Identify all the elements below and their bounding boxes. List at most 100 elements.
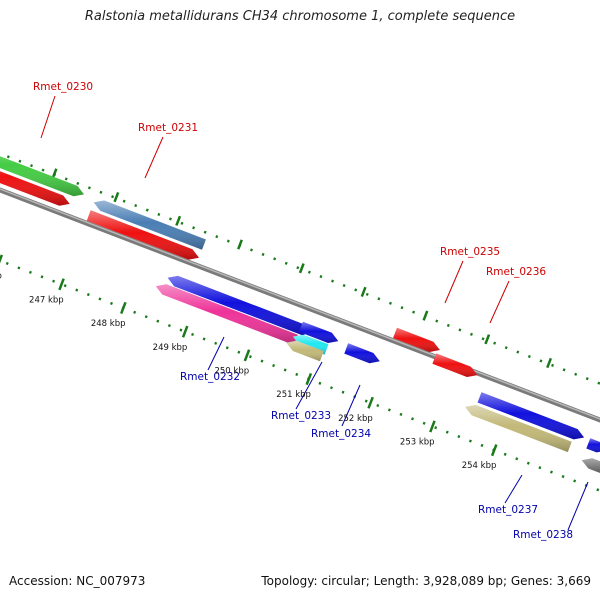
gene-arrow-shade <box>0 156 84 197</box>
tick-dot <box>64 177 68 181</box>
kbp-label: 251 kbp <box>276 390 311 400</box>
map-title: Ralstonia metallidurans CH34 chromosome … <box>84 9 516 24</box>
tick-dot <box>330 386 333 390</box>
tick-dot <box>40 275 44 279</box>
kbp-tick <box>120 301 127 315</box>
tick-dot <box>446 323 450 328</box>
tick-dot <box>318 381 322 385</box>
tick-dot <box>412 310 416 314</box>
kbp-label: 250 kbp <box>214 366 249 376</box>
tick-dot <box>30 164 33 168</box>
tick-dot <box>250 248 253 252</box>
tick-dot <box>52 279 56 283</box>
topology-text: Topology: circular; Length: 3,928,089 bp… <box>261 574 591 588</box>
tick-dot <box>551 363 555 367</box>
tick-dot <box>133 310 137 314</box>
gene-label-rmet_0236: Rmet_0236 <box>486 266 546 278</box>
tick-dot <box>63 284 67 288</box>
tick-dot <box>364 399 368 403</box>
tick-dot <box>179 328 183 332</box>
gene-arrow-shade <box>432 353 478 377</box>
tick-dot <box>191 332 195 337</box>
tick-dot <box>342 283 346 288</box>
gene-label-rmet_0234: Rmet_0234 <box>311 428 371 440</box>
gene-label-rmet_0233: Rmet_0233 <box>271 410 331 422</box>
outer-tick <box>422 310 429 321</box>
leader-line <box>40 95 56 139</box>
tick-dot <box>319 275 323 279</box>
tick-dot <box>561 474 565 479</box>
major-ticks <box>0 168 553 457</box>
gene-features <box>0 156 600 473</box>
kbp-tick <box>0 254 4 264</box>
leader-line <box>444 260 464 304</box>
gene-arrow-shade <box>93 200 206 250</box>
kbp-tick <box>181 325 189 338</box>
tick-dot <box>75 288 79 292</box>
tick-dot <box>296 266 300 270</box>
gene-label-rmet_0230: Rmet_0230 <box>33 81 93 93</box>
tick-dot <box>585 377 589 381</box>
tick-dot <box>295 372 299 376</box>
tick-dot <box>468 439 472 443</box>
kbp-tick <box>243 349 251 362</box>
tick-dot <box>284 261 288 265</box>
outer-tick <box>175 215 182 226</box>
tick-dot <box>503 452 507 456</box>
outer-tick <box>113 192 120 203</box>
outer-tick <box>484 334 491 345</box>
tick-dot <box>215 235 219 239</box>
tick-dot <box>549 470 553 474</box>
tick-dot <box>260 359 264 363</box>
tick-dot <box>539 359 543 363</box>
gene-arrow-shade <box>477 392 585 440</box>
tick-dot <box>516 350 520 354</box>
tick-dot <box>376 403 380 408</box>
tick-dot <box>157 212 161 217</box>
tick-dot <box>167 324 171 328</box>
tick-dot <box>248 355 252 359</box>
leader-line <box>207 336 225 371</box>
gene-label-rmet_0237: Rmet_0237 <box>478 504 538 516</box>
tick-dot <box>480 443 484 448</box>
tick-dot <box>111 195 115 199</box>
gene-label-rmet_0231: Rmet_0231 <box>138 122 198 134</box>
tick-dot <box>470 332 473 336</box>
gene-arrow-shade <box>465 405 572 453</box>
gene-arrow-shade <box>286 340 324 362</box>
tick-dot <box>596 488 600 492</box>
kbp-tick <box>490 444 498 457</box>
tick-dot <box>28 270 32 274</box>
tick-dot <box>526 461 530 465</box>
tick-dot <box>574 372 578 376</box>
tick-dot <box>400 306 404 310</box>
kbp-tick <box>58 278 65 291</box>
kbp-label: 247 kbp <box>29 295 64 305</box>
gene-arrow-shade <box>0 171 70 206</box>
gene-arrow-shade <box>586 438 600 453</box>
leader-line <box>489 280 510 324</box>
leader-line <box>295 361 323 410</box>
tick-dot <box>388 301 392 305</box>
tick-dot <box>110 301 113 305</box>
tick-dot <box>203 230 207 234</box>
chromosome-backbone <box>0 187 600 423</box>
tick-dot <box>527 354 531 359</box>
gene-labels: Rmet_0230Rmet_0231Rmet_0232Rmet_0233Rmet… <box>33 81 573 541</box>
kbp-label: 249 kbp <box>153 343 188 353</box>
kbp-label: 246 kbp <box>0 272 2 282</box>
tick-dot <box>283 368 287 372</box>
tick-dot <box>377 297 381 301</box>
tick-dot <box>225 346 229 350</box>
outer-tick <box>51 168 58 179</box>
outer-tick <box>546 357 553 369</box>
tick-dot <box>86 292 90 297</box>
gene-label-rmet_0232: Rmet_0232 <box>180 371 240 383</box>
outer-tick <box>237 239 243 250</box>
gene-label-rmet_0235: Rmet_0235 <box>440 246 500 258</box>
tick-dot <box>5 261 9 266</box>
kbp-label: 253 kbp <box>400 438 435 448</box>
tick-dot <box>515 457 519 461</box>
